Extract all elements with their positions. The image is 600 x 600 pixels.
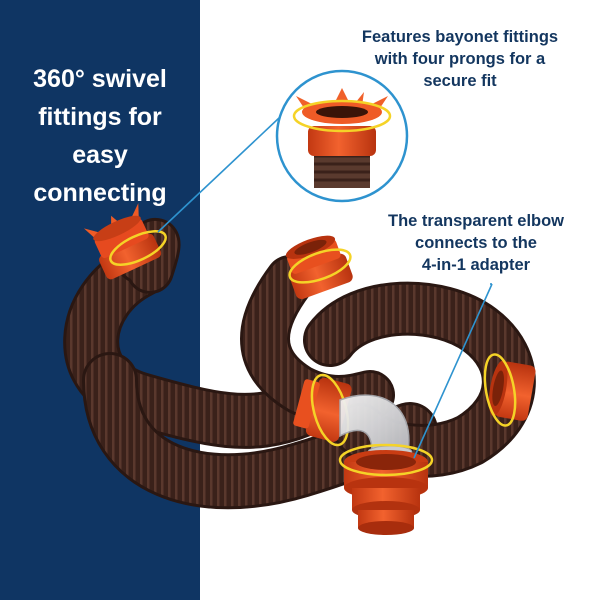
callout-bayonet-text: Features bayonet fittings with four pron… — [330, 26, 590, 92]
swivel-ring-icon — [338, 443, 434, 477]
callout-line: 4-in-1 adapter — [421, 256, 531, 274]
callout-line: The transparent elbow — [387, 212, 565, 230]
callout-line: with four prongs for a — [374, 50, 546, 68]
swivel-ring-icon — [292, 99, 392, 133]
callout-elbow-text: The transparent elbow connects to the 4-… — [370, 210, 582, 276]
orange-fitting-icon — [83, 203, 162, 280]
swivel-ring-icon — [109, 230, 167, 266]
callout-swivel-text: 360° swivel fittings for easy connecting — [8, 60, 192, 212]
callout-line: 360° swivel — [33, 65, 167, 93]
magnifier-inset — [275, 69, 409, 203]
swivel-ring-icon — [483, 353, 517, 427]
orange-fitting-icon — [285, 235, 353, 300]
leader-line-swivel — [157, 117, 280, 233]
callout-line: Features bayonet fittings — [361, 28, 559, 46]
adapter-icon — [344, 450, 428, 535]
callout-line: connects to the — [415, 234, 537, 252]
callout-line: secure fit — [423, 72, 497, 90]
swivel-ring-icon — [288, 248, 352, 284]
callout-line: connecting — [33, 179, 167, 207]
leader-line-elbow — [413, 283, 493, 459]
callout-line: fittings for easy — [38, 103, 162, 169]
